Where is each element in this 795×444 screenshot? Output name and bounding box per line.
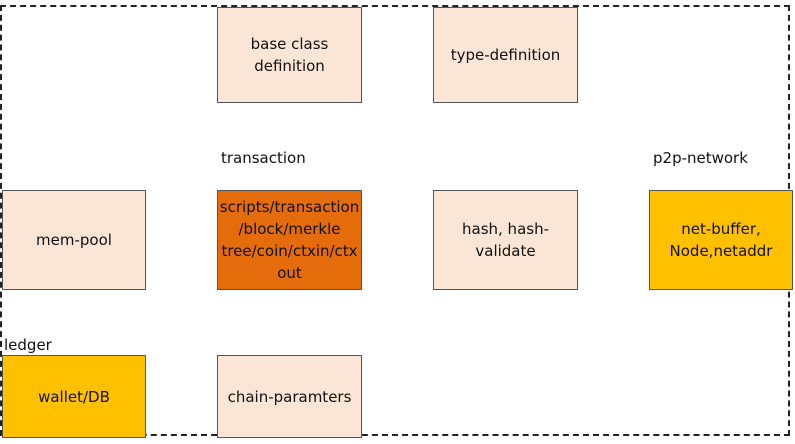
scripts-line-1: scripts/transaction xyxy=(219,198,360,216)
scripts-line-3: tree/coin/ctxin/ctx xyxy=(221,242,358,260)
mem-pool-box: mem-pool xyxy=(2,190,146,290)
net-buffer-box: net-buffer, Node,netaddr xyxy=(649,190,793,290)
scripts-line-2: /block/merkle xyxy=(238,220,341,238)
wallet-text: wallet/DB xyxy=(38,387,110,406)
scripts-transaction-box: scripts/transaction /block/merkle tree/c… xyxy=(217,190,362,290)
ledger-group-label: ledger xyxy=(4,336,52,354)
mem-pool-text: mem-pool xyxy=(36,231,112,249)
transaction-group-label: transaction xyxy=(221,149,306,167)
chain-params-text: chain-paramters xyxy=(227,387,352,406)
base-class-definition-box: base class definition xyxy=(217,7,362,103)
net-buffer-line-2: Node,netaddr xyxy=(669,242,773,260)
hash-text: hash, hash-validate xyxy=(462,220,549,260)
scripts-line-4: out xyxy=(277,264,302,282)
type-definition-text: type-definition xyxy=(450,46,561,64)
hash-validate-box: hash, hash-validate xyxy=(433,190,578,290)
net-buffer-line-1: net-buffer, xyxy=(681,220,761,238)
wallet-db-box: wallet/DB xyxy=(2,355,146,438)
base-class-line-1: base class xyxy=(250,35,329,53)
p2p-network-group-label: p2p-network xyxy=(653,149,748,167)
base-class-line-2: definition xyxy=(254,57,325,75)
type-definition-box: type-definition xyxy=(433,7,578,103)
chain-params-box: chain-paramters xyxy=(217,355,362,438)
